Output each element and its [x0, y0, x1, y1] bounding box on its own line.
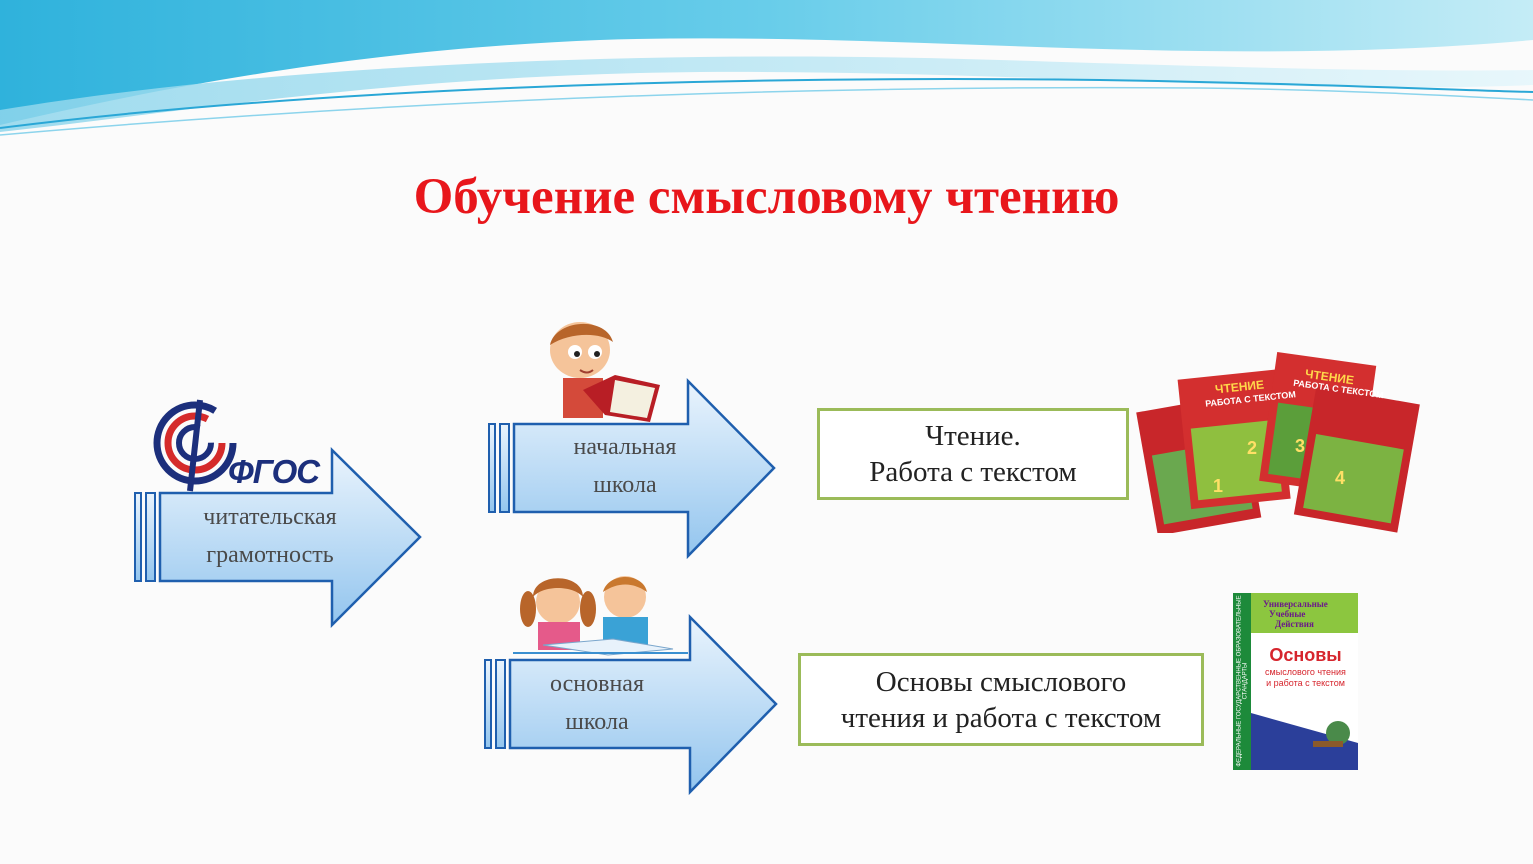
workbook-number: 1 [1213, 476, 1224, 496]
book-cover-title: Основы [1269, 645, 1342, 665]
book-header-line: Учебные [1269, 609, 1306, 619]
arrow-reading-literacy [134, 447, 422, 629]
fgos-logo: ФГОС [150, 395, 335, 495]
children-reading-illustration [513, 576, 688, 656]
arrow-label-line: начальная [573, 434, 677, 460]
book-header-line: Универсальные [1263, 599, 1328, 609]
arrow-primary-school-label: начальная школа [515, 428, 735, 504]
arrow-label-line: школа [565, 709, 629, 735]
book-header-line: Действия [1275, 619, 1314, 629]
fgos-logo-text: ФГОС [228, 453, 320, 490]
workbook-covers-graphic [1136, 352, 1420, 536]
boy-reading-illustration [550, 322, 660, 422]
workbook-number: 2 [1247, 438, 1258, 458]
workbook-number: 4 [1335, 468, 1346, 488]
box-line: Чтение. [925, 420, 1021, 452]
book-cover-subtitle: смыслового чтения и работа с текстом [1253, 667, 1358, 689]
box-line: чтения и работа с текстом [840, 701, 1162, 734]
arrow-label-line: основная [550, 671, 644, 697]
semantic-reading-box: Основы смыслового чтения и работа с текс… [798, 653, 1204, 746]
workbook-covers-image: ЧТЕНИЕ РАБОТА С ТЕКСТОМ ЧТЕНИЕ РАБОТА С … [1135, 348, 1420, 536]
slide-title: Обучение смысловому чтению [413, 169, 1120, 225]
box-line: Работа с текстом [869, 456, 1077, 488]
arrow-basic-school-label: основная школа [487, 665, 707, 741]
book-subtitle-line: смыслового чтения [1265, 667, 1346, 677]
arrow-reading-literacy-label: читательская грамотность [160, 498, 380, 574]
reading-work-with-text-box: Чтение. Работа с текстом [817, 408, 1129, 500]
book-subtitle-line: и работа с текстом [1266, 678, 1345, 688]
fgos-logo-icon [153, 399, 237, 492]
arrow-basic-school [484, 613, 778, 796]
arrow-label-line: грамотность [206, 542, 334, 568]
book-cover-image: Универсальные Учебные Действия Основы см… [1233, 593, 1358, 770]
arrow-label-line: читательская [203, 504, 337, 530]
arrow-label-line: школа [593, 472, 657, 498]
arrow-primary-school [488, 377, 776, 560]
workbook-number: 3 [1295, 436, 1306, 456]
book-cover-spine: ФЕДЕРАЛЬНЫЕ ГОСУДАРСТВЕННЫЕ ОБРАЗОВАТЕЛЬ… [1236, 595, 1249, 767]
book-cover-header: Универсальные Учебные Действия [1263, 599, 1328, 629]
book-cover-graphic [1233, 593, 1358, 770]
box-line: Основы смыслового [875, 665, 1127, 698]
header-wave-decoration [0, 0, 1533, 136]
